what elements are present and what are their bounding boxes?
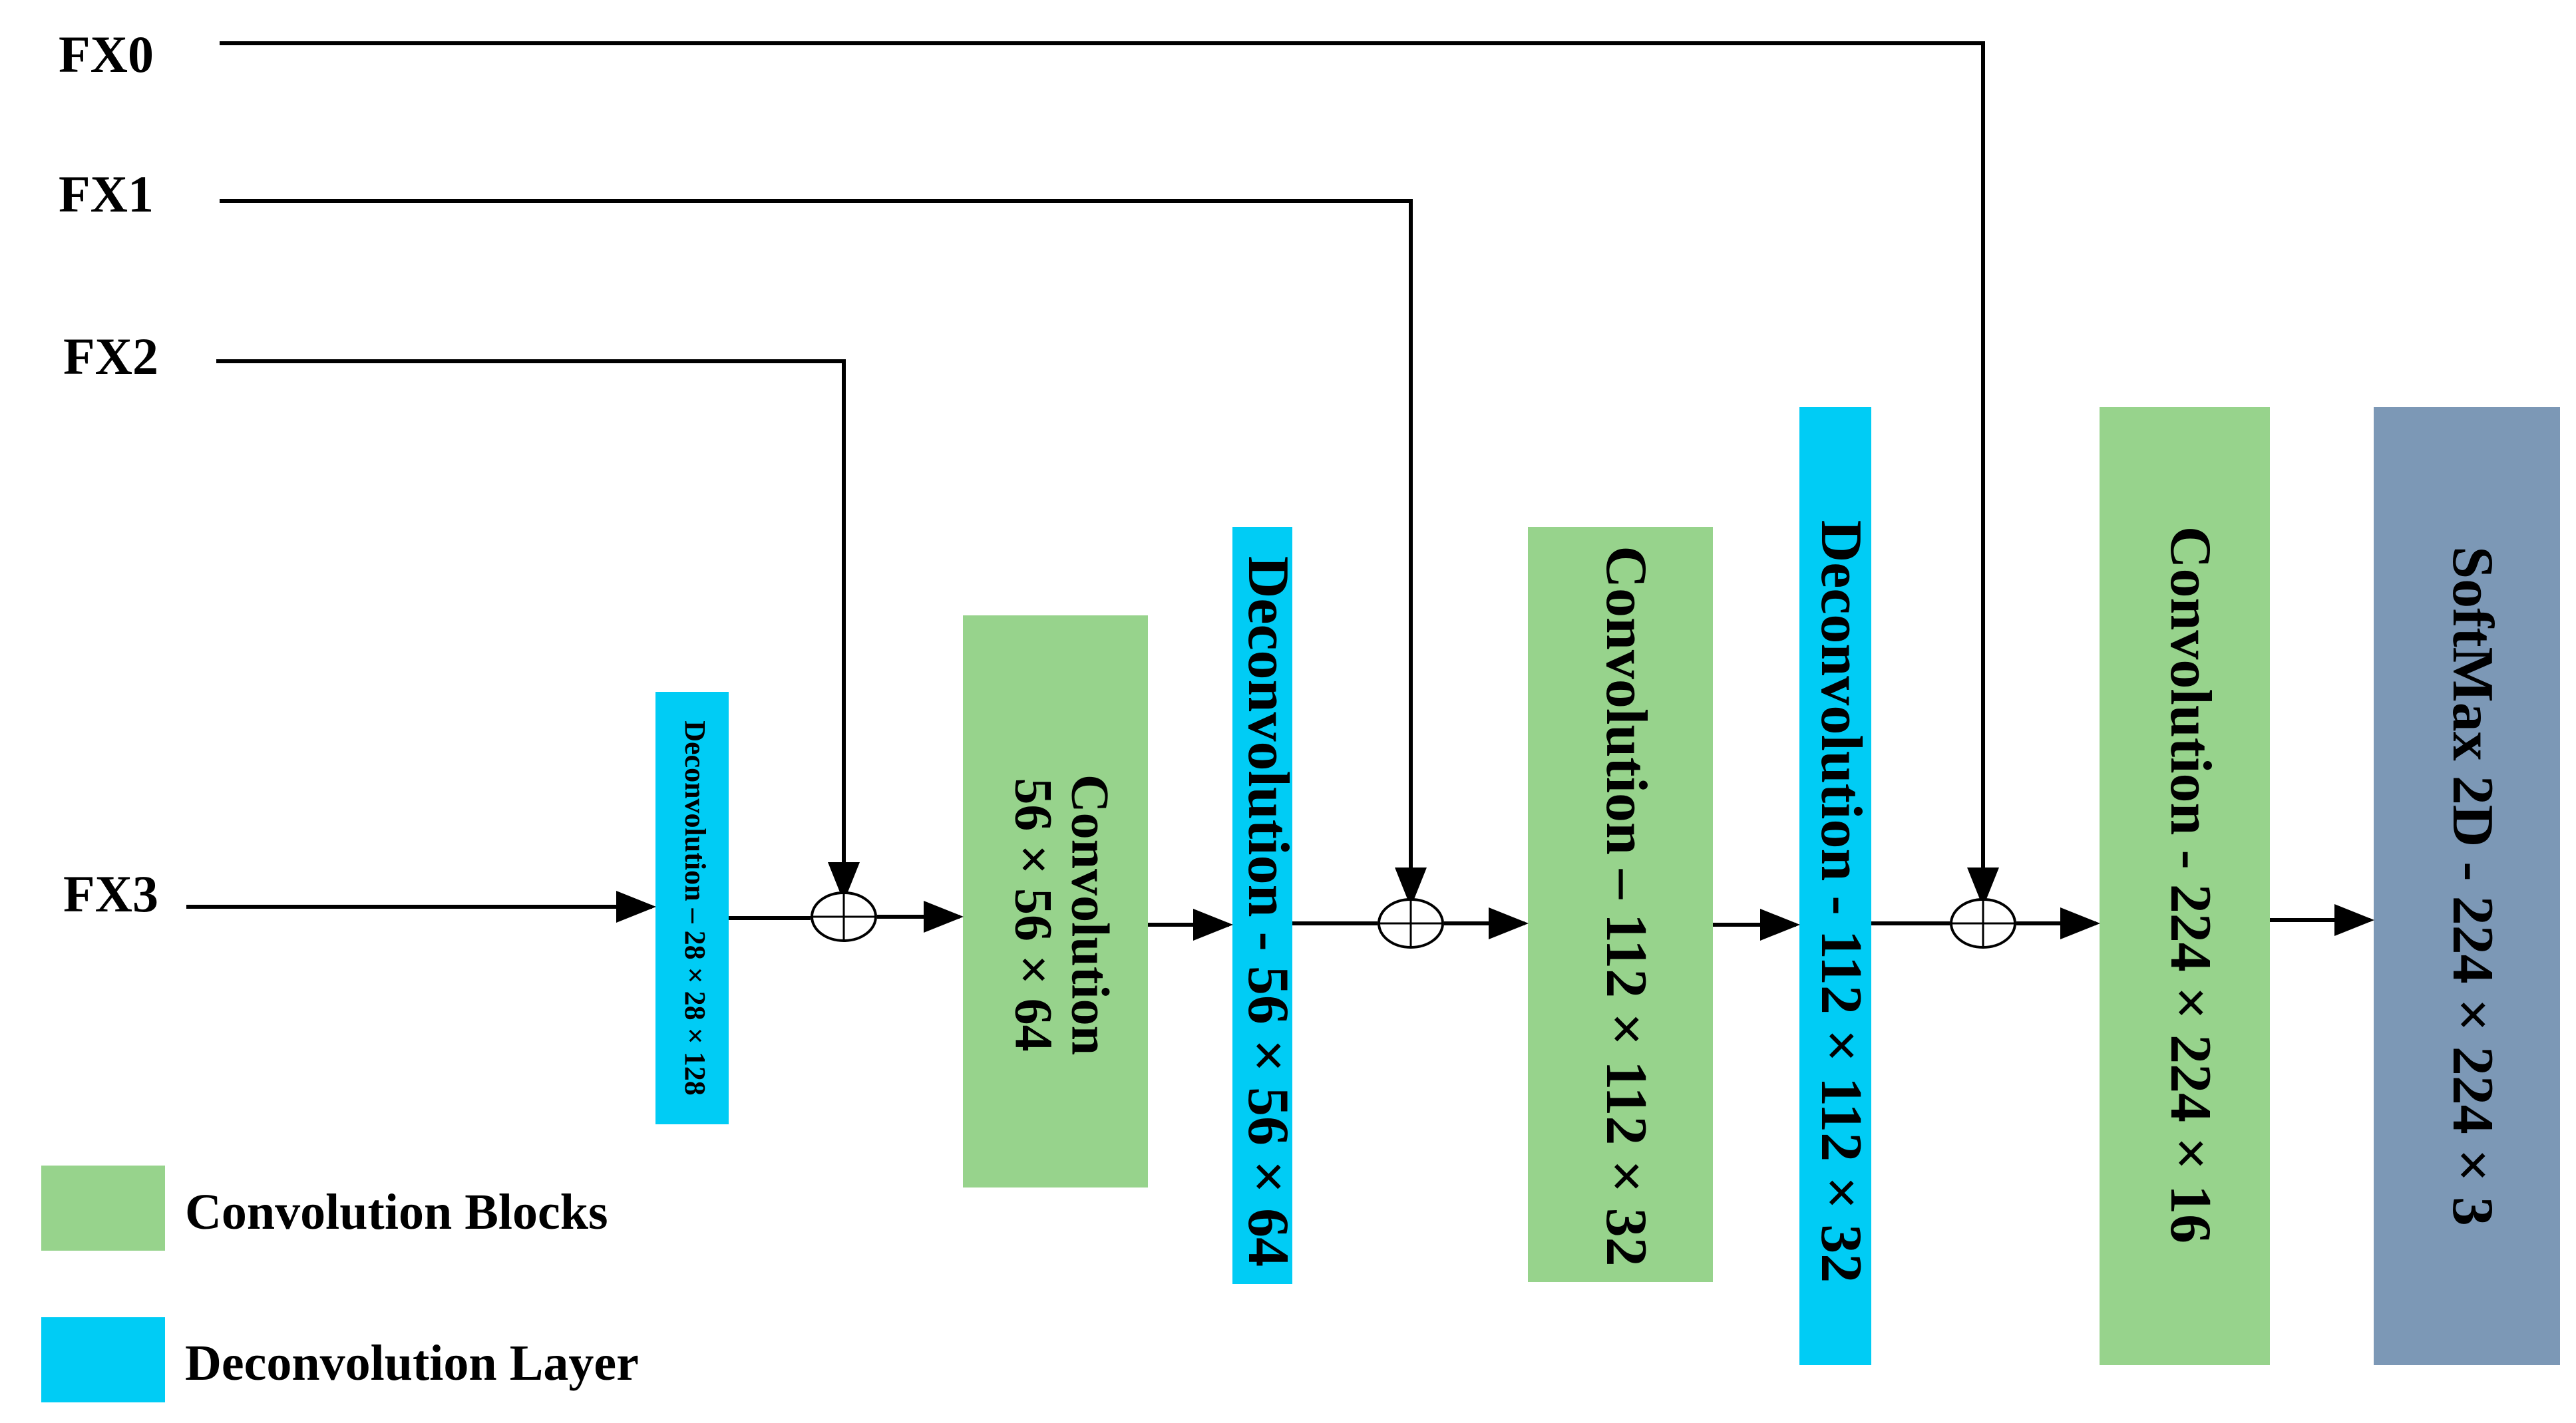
- legend-deconv-label: Deconvolution Layer: [185, 1335, 639, 1391]
- sum-node-3: [1950, 898, 2016, 949]
- legend-deconv-swatch: [41, 1317, 165, 1402]
- sum-node-2: [1378, 898, 1444, 949]
- input-label-fx1: FX1: [59, 165, 154, 223]
- skip-connection-fx1: [220, 199, 1427, 907]
- legend-conv-swatch: [41, 1166, 165, 1251]
- legend-conv-label: Convolution Blocks: [185, 1184, 608, 1240]
- conv-block-224: [2100, 407, 2270, 1365]
- conv-224-label: Convolution - 224 × 224 × 16: [2158, 526, 2223, 1243]
- conv-block-112: [1528, 527, 1713, 1282]
- conv-56-label-line1: Convolution: [1061, 774, 1119, 1055]
- deconv-112-label: Deconvolution - 112 × 112 × 32: [1809, 520, 1873, 1283]
- sum-node-1: [811, 891, 877, 942]
- skip-connection-fx2: [216, 359, 860, 902]
- softmax-block: [2374, 407, 2560, 1365]
- deconv-block-28: [655, 692, 729, 1124]
- conv-block-56: [963, 615, 1148, 1187]
- conv-112-label: Convolution – 112 × 112 × 32: [1594, 546, 1658, 1266]
- legend: Convolution Blocks Deconvolution Layer: [41, 1166, 639, 1402]
- deconv-56-label: Deconvolution - 56 × 56 × 64: [1236, 556, 1300, 1267]
- deconv-28-label: Deconvolution – 28 × 28 × 128: [679, 720, 711, 1096]
- softmax-label: SoftMax 2D - 224 × 224 × 3: [2440, 546, 2505, 1226]
- deconv-block-56: [1232, 527, 1292, 1284]
- conv-56-label-line2: 56 × 56 × 64: [1004, 778, 1063, 1051]
- input-label-fx2: FX2: [63, 327, 158, 385]
- deconv-block-112: [1799, 407, 1871, 1365]
- skip-connection-fx0: [220, 41, 1999, 907]
- input-label-fx3: FX3: [63, 865, 158, 923]
- input-label-fx0: FX0: [59, 25, 154, 83]
